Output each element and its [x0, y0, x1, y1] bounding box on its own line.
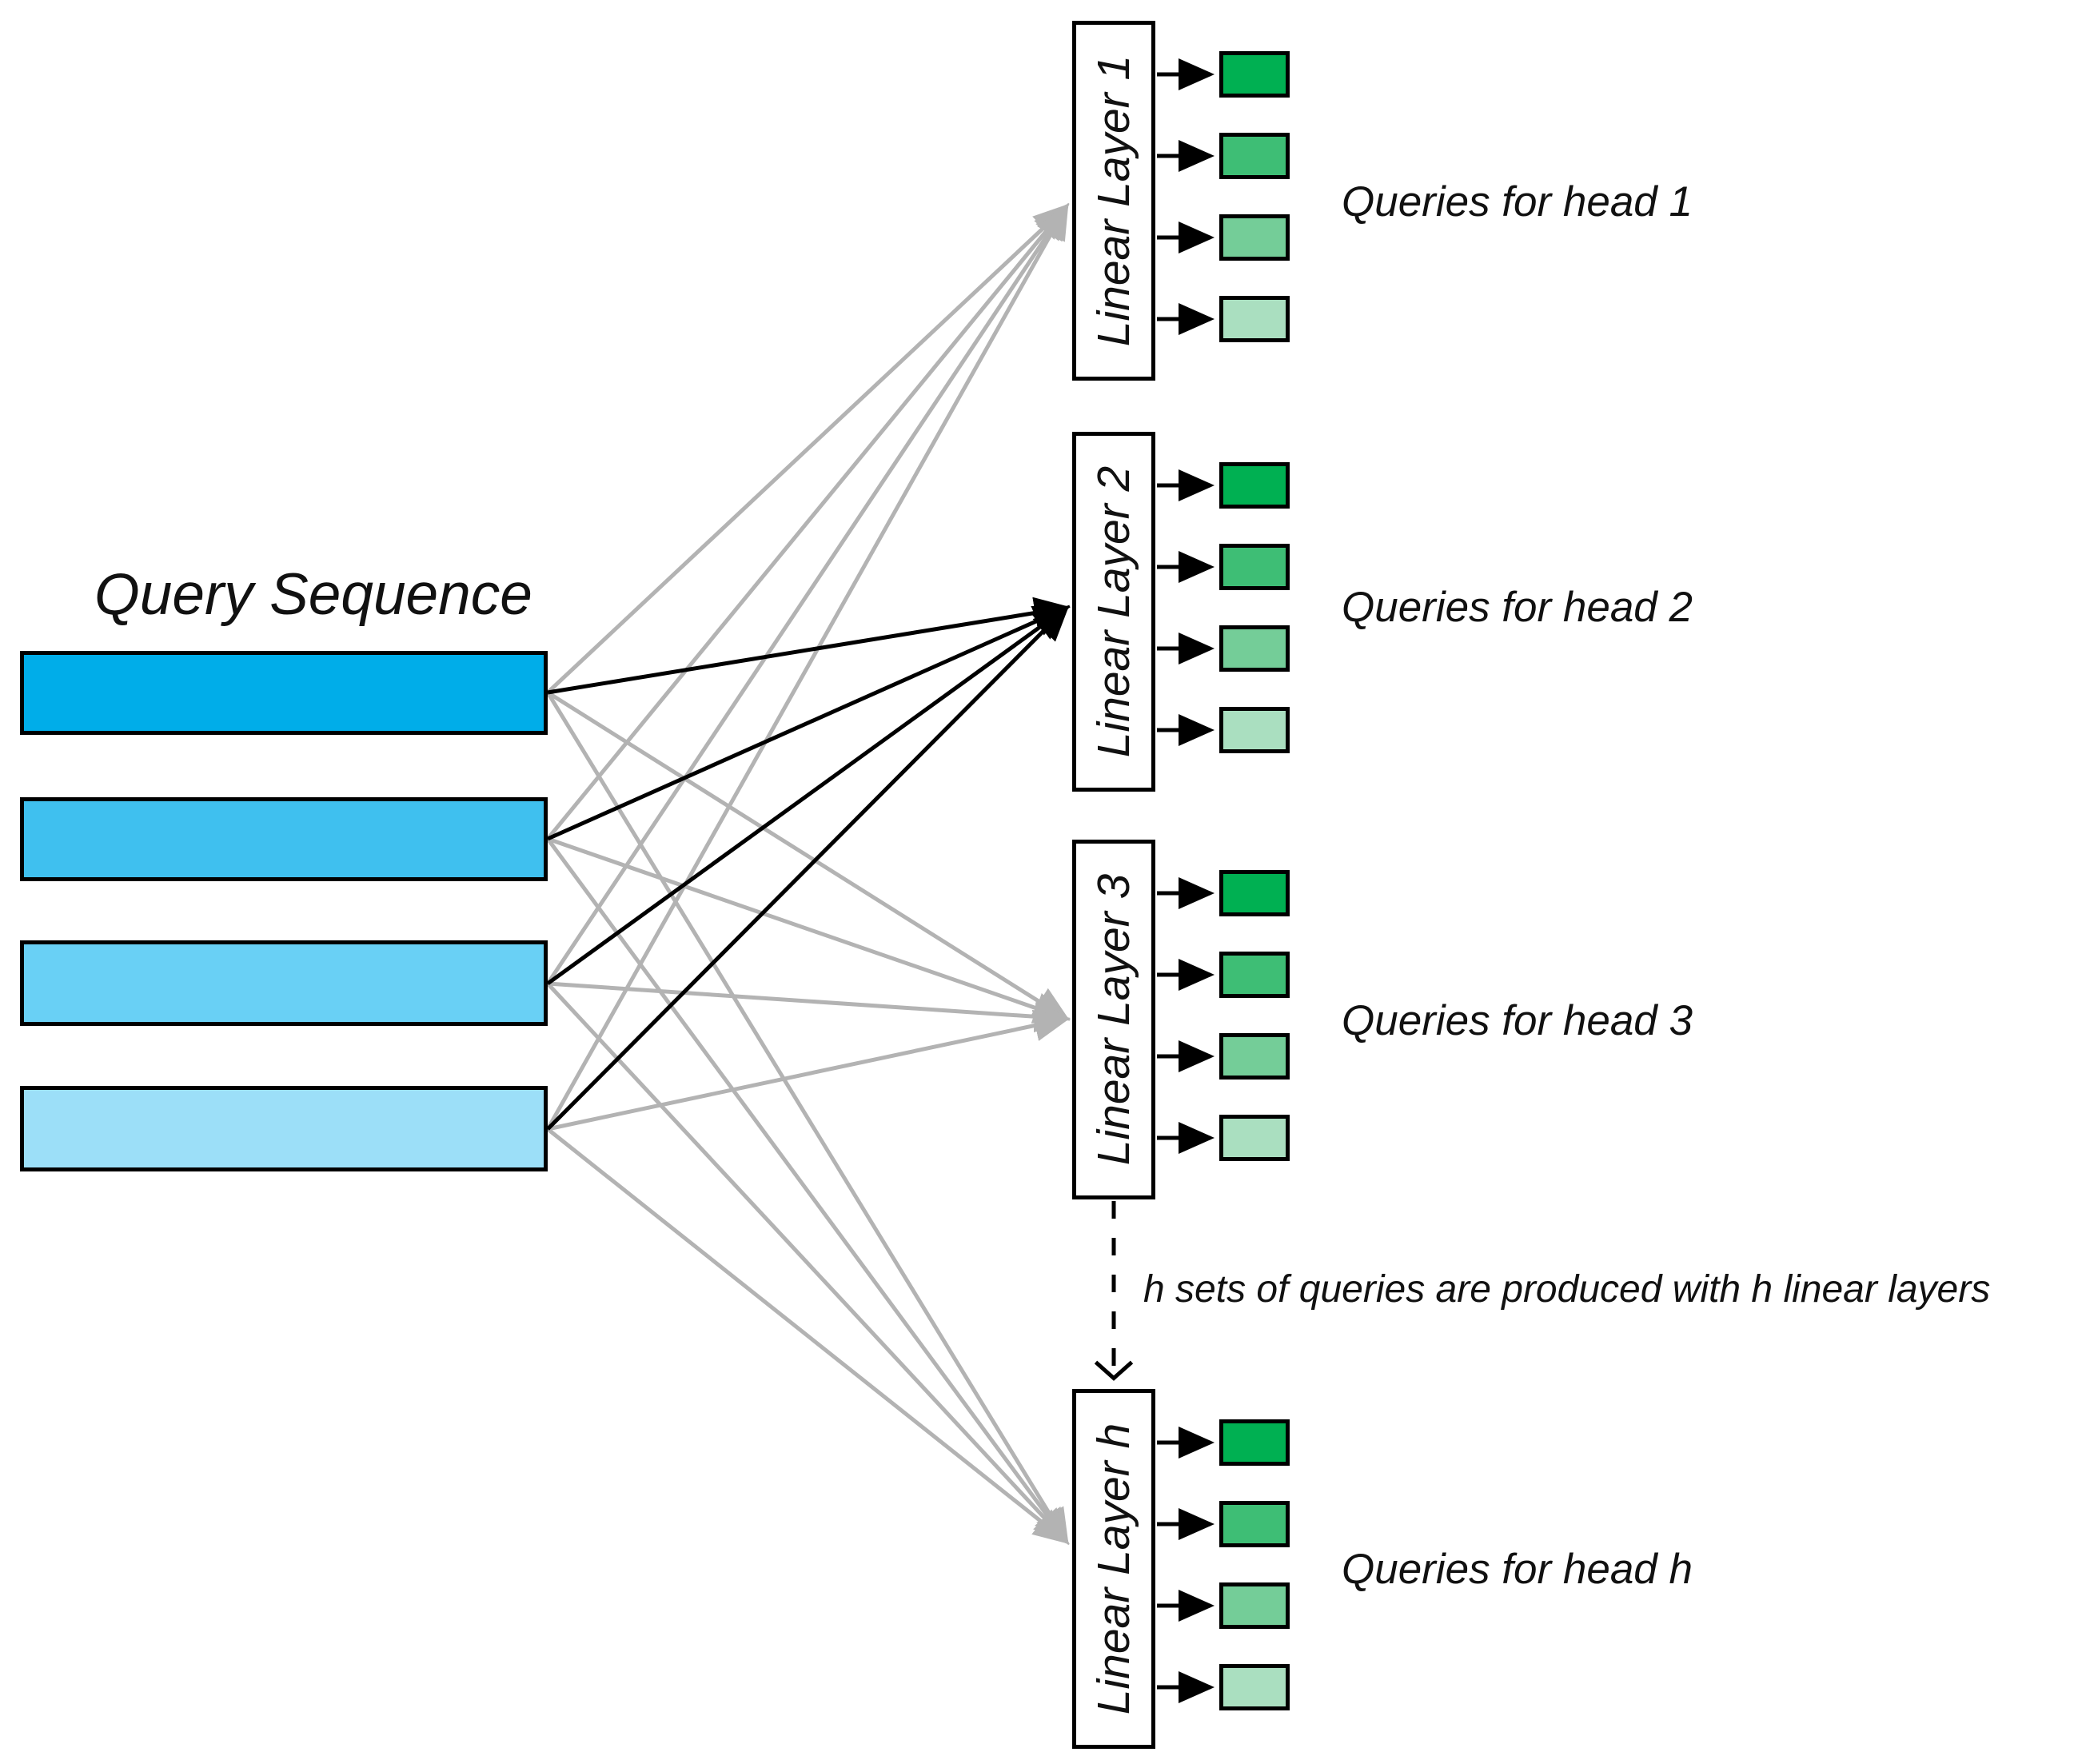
black-connection-lines — [546, 597, 1071, 1131]
connection-line-gray — [547, 836, 1071, 1024]
queries-for-head-2-label: Queries for head 2 — [1342, 584, 1693, 631]
queries-for-head-1-label: Queries for head 1 — [1342, 178, 1693, 225]
query-output-box — [1219, 462, 1290, 509]
connection-line-gray — [545, 691, 1069, 1546]
query-output-box — [1219, 870, 1290, 916]
connection-line-gray — [547, 1009, 1071, 1131]
connection-line-gray — [546, 1127, 1070, 1545]
queries-for-head-3-label: Queries for head 3 — [1342, 997, 1693, 1044]
connection-line-gray — [545, 202, 1069, 1131]
connection-line-gray — [547, 981, 1071, 1033]
linear-layer-3-label: Linear Layer 3 — [1088, 873, 1139, 1166]
query-output-box — [1219, 51, 1290, 98]
connection-line-black — [546, 605, 1071, 841]
linear-layer-1-label: Linear Layer 1 — [1088, 54, 1139, 347]
query-output-box — [1219, 296, 1290, 342]
connection-line-gray — [545, 202, 1069, 985]
query-output-box — [1219, 625, 1290, 672]
query-vector-bar-3 — [20, 940, 548, 1026]
connection-line-gray — [546, 690, 1071, 1021]
query-output-box — [1219, 544, 1290, 590]
connection-line-black — [546, 605, 1071, 986]
query-output-box — [1219, 707, 1290, 753]
query-output-box — [1219, 133, 1290, 179]
linear-layer-2-box: Linear Layer 2 — [1072, 432, 1155, 792]
query-vector-bar-1 — [20, 651, 548, 735]
connection-line-gray — [546, 203, 1070, 694]
query-output-box — [1219, 1115, 1290, 1161]
query-output-box — [1219, 1419, 1290, 1466]
query-sequence-title: Query Sequence — [94, 562, 532, 627]
connection-line-gray — [546, 982, 1070, 1545]
queries-for-head-h-label: Queries for head h — [1342, 1546, 1693, 1593]
connection-line-black — [546, 605, 1070, 1131]
query-vector-bar-4 — [20, 1086, 548, 1171]
h-layers-annotation: h sets of queries are produced with h li… — [1143, 1268, 1991, 1311]
output-arrows — [1157, 58, 1215, 1703]
query-vector-bar-2 — [20, 797, 548, 881]
query-output-box — [1219, 1501, 1290, 1547]
query-output-box — [1219, 214, 1290, 261]
gray-connection-lines — [545, 202, 1071, 1546]
connection-line-gray — [545, 837, 1069, 1546]
query-output-box — [1219, 952, 1290, 998]
connection-line-black — [547, 597, 1071, 695]
query-output-box — [1219, 1664, 1290, 1710]
linear-layer-h-label: Linear Layer h — [1088, 1423, 1139, 1715]
linear-layer-2-label: Linear Layer 2 — [1088, 465, 1139, 758]
query-output-box — [1219, 1033, 1290, 1080]
linear-layer-1-box: Linear Layer 1 — [1072, 21, 1155, 381]
linear-layer-3-box: Linear Layer 3 — [1072, 840, 1155, 1199]
connection-line-gray — [546, 203, 1070, 840]
query-output-box — [1219, 1582, 1290, 1629]
linear-layer-h-box: Linear Layer h — [1072, 1389, 1155, 1749]
